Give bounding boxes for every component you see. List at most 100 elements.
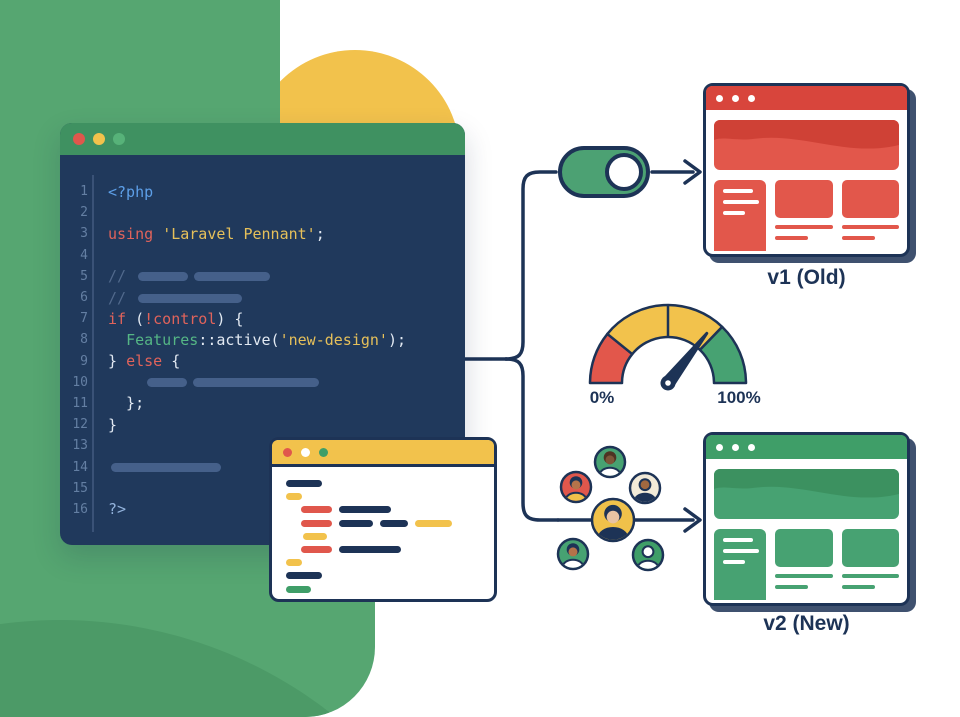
user-avatar <box>628 471 662 505</box>
card-text-line <box>841 236 875 240</box>
user-avatar <box>590 497 636 543</box>
code-token: 'new-design' <box>279 330 388 349</box>
hero-banner <box>714 469 899 519</box>
user-avatar <box>593 445 627 479</box>
browser-titlebar <box>706 86 907 110</box>
card-text-line <box>841 574 899 578</box>
mini-code-window <box>269 437 497 602</box>
sidebar-text-line <box>723 211 745 215</box>
code-token: }; <box>108 394 145 413</box>
mini-code-row <box>286 477 494 490</box>
content-column <box>775 529 833 600</box>
line-number: 6 <box>80 290 88 306</box>
arrowhead-v1-icon <box>683 159 702 185</box>
code-text: ?> <box>108 500 126 518</box>
placeholder-bar <box>138 272 189 282</box>
code-token: } <box>108 352 127 371</box>
code-token: if <box>108 309 136 328</box>
traffic-light-green-icon <box>113 133 125 145</box>
code-text: } <box>108 416 117 434</box>
gutter-divider <box>92 175 94 532</box>
card-text-line <box>775 574 833 578</box>
version-label: v1 (Old) <box>767 266 846 289</box>
placeholder-bar <box>111 463 221 473</box>
content-column <box>775 180 833 251</box>
placeholder-bar <box>138 293 243 303</box>
code-token: ( <box>135 309 145 328</box>
content-card <box>841 529 899 567</box>
hero-banner <box>714 120 899 170</box>
browser-titlebar <box>706 435 907 459</box>
traffic-light-red-icon <box>283 447 292 457</box>
code-text: } else { <box>108 352 180 370</box>
traffic-light-yellow-icon <box>93 133 105 145</box>
code-line: 13 <box>68 435 465 456</box>
mini-code-row <box>286 517 494 530</box>
card-text-line <box>775 585 809 589</box>
mini-code-bar <box>339 506 391 514</box>
toggle-knob[interactable] <box>605 153 643 191</box>
browser-body <box>706 459 907 600</box>
mini-code-row <box>286 556 494 569</box>
line-number: 3 <box>80 226 88 242</box>
feature-toggle-switch[interactable] <box>558 146 650 198</box>
code-text <box>108 373 322 391</box>
browser-mockup-v2 <box>703 432 910 606</box>
code-token: } <box>108 415 118 434</box>
browser-body <box>706 110 907 251</box>
line-number: 15 <box>72 480 88 496</box>
titlebar-dot-icon <box>748 94 755 102</box>
code-line: 9 } else { <box>68 351 465 372</box>
code-line: 1<?php <box>68 181 465 202</box>
line-number: 7 <box>80 311 88 327</box>
code-line: 15 <box>68 478 465 499</box>
sidebar-text-line <box>723 549 759 553</box>
mini-window-titlebar <box>272 440 494 467</box>
code-token: ?> <box>108 500 127 519</box>
user-avatar <box>559 470 593 504</box>
traffic-light-red-icon <box>73 133 85 145</box>
code-text: if (!control) { <box>108 310 243 328</box>
version-label: v2 (New) <box>763 612 850 635</box>
code-text: Features::active('new-design'); <box>108 331 406 349</box>
code-text: using 'Laravel Pennant'; <box>108 225 325 243</box>
sidebar-text-line <box>723 200 759 204</box>
mini-code-bar <box>339 546 401 554</box>
mini-code-bar <box>339 519 373 527</box>
line-number: 11 <box>72 395 88 411</box>
mini-code-bar <box>286 572 322 580</box>
line-number: 12 <box>72 417 88 433</box>
content-column <box>841 180 899 251</box>
code-line: 5// <box>68 266 465 287</box>
card-text-line <box>775 225 833 229</box>
titlebar-dot-icon <box>732 443 739 451</box>
mini-code-row <box>286 569 494 582</box>
code-token: { <box>171 352 181 371</box>
code-token: ) { <box>216 309 244 328</box>
mini-code-bar <box>415 519 452 527</box>
line-number: 9 <box>80 353 88 369</box>
sidebar-text-line <box>723 560 745 564</box>
code-text <box>108 458 224 476</box>
gauge-segment <box>698 325 748 385</box>
sidebar-text-line <box>723 189 753 193</box>
code-token: ; <box>315 224 325 243</box>
code-token: !control <box>144 309 217 328</box>
code-token: <?php <box>108 182 154 201</box>
user-avatars-cluster <box>556 445 665 572</box>
code-line: 16?> <box>68 499 465 520</box>
code-line: 14 <box>68 456 465 477</box>
line-number: 4 <box>80 247 88 263</box>
line-number: 8 <box>80 332 88 348</box>
sidebar-text-line <box>723 538 753 542</box>
line-number: 2 <box>80 205 88 221</box>
content-card <box>775 180 833 218</box>
gauge-hub-dot <box>665 380 671 386</box>
mini-code-row <box>286 530 494 543</box>
editor-titlebar <box>60 123 465 155</box>
gauge-min-label: 0% <box>589 388 615 407</box>
traffic-light-green-icon <box>319 447 328 457</box>
mini-code-row <box>286 543 494 556</box>
placeholder-bar <box>193 378 320 388</box>
